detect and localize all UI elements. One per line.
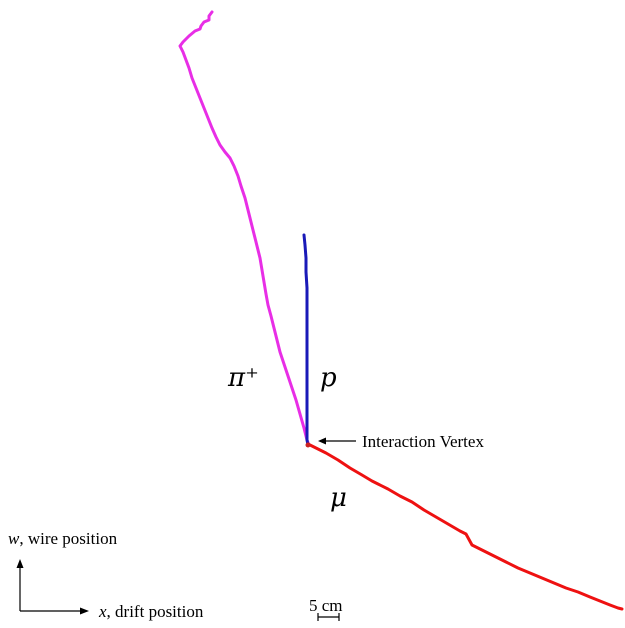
vertex-label: Interaction Vertex: [362, 432, 484, 451]
x-axis-label: x, drift position: [98, 602, 204, 621]
scale-bar: [317, 613, 340, 621]
interaction-vertex-marker: [305, 442, 311, 448]
vertex-pointer-arrow: [318, 437, 356, 445]
coordinate-axes: [16, 559, 89, 615]
pion-label: π⁺: [227, 363, 259, 393]
muon-track: [306, 442, 624, 611]
pion-track: [178, 10, 311, 447]
x-axis-arrow: [20, 607, 89, 615]
proton-label: p: [320, 363, 337, 393]
muon-label: μ: [330, 483, 347, 513]
proton-track: [302, 233, 310, 447]
w-axis-label: w, wire position: [8, 529, 118, 548]
w-axis-arrow: [16, 559, 24, 611]
scale-label: 5 cm: [309, 596, 343, 615]
